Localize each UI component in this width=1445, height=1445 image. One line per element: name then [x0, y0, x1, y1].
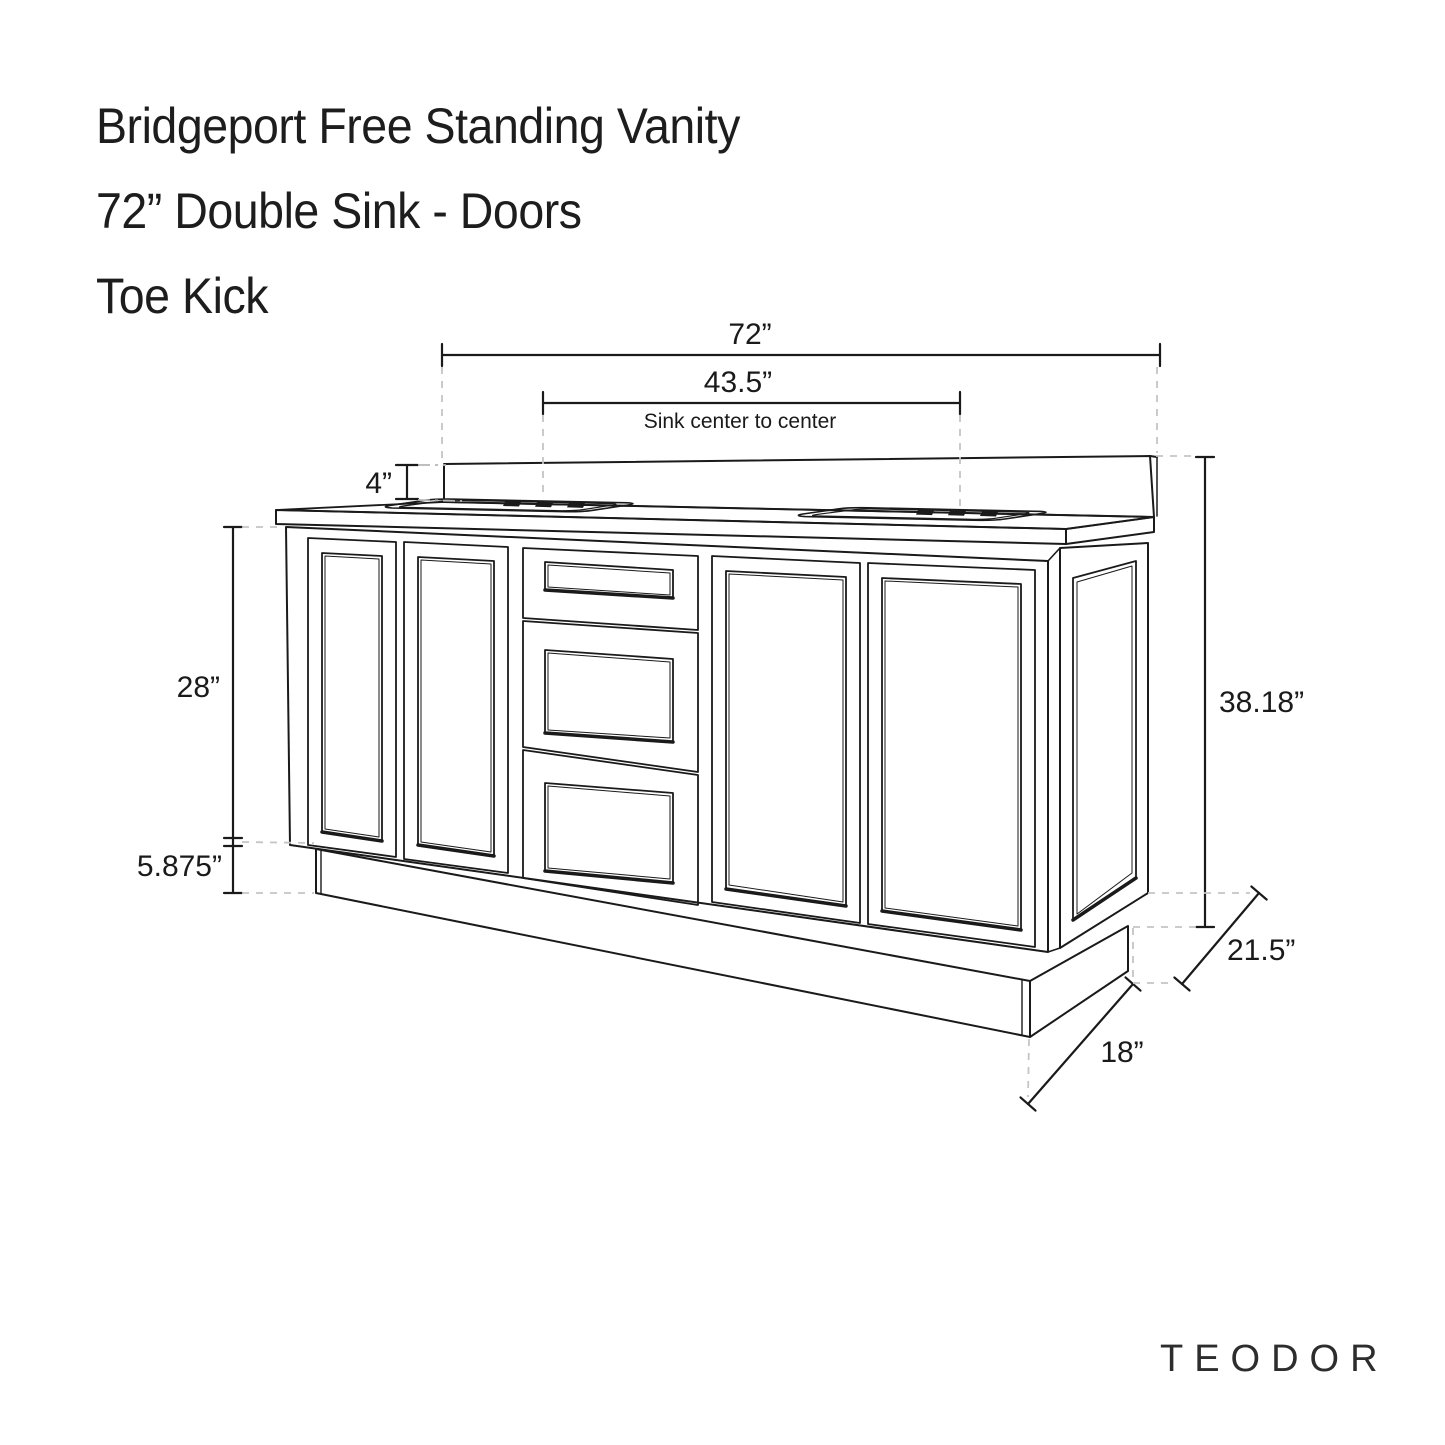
title-line-variant: Toe Kick [96, 268, 269, 324]
sink-cutout-right [797, 506, 1047, 522]
door-left-2 [403, 541, 509, 874]
dim-label-total-width: 72” [728, 318, 772, 351]
title-block: Bridgeport Free Standing Vanity 72” Doub… [96, 84, 740, 339]
dim-line-total-height [1194, 455, 1216, 929]
extension-guides-dashed [241, 367, 1250, 1098]
countertop-outline [275, 501, 1155, 545]
dim-label-toe-kick-depth: 18” [1100, 1036, 1144, 1069]
faucet-holes-left [503, 501, 585, 508]
dim-line-toekick-depth [1019, 976, 1142, 1112]
faucet-holes-right [916, 510, 998, 517]
drawer-top [522, 547, 699, 631]
cabinet-side-panel [1059, 542, 1149, 949]
dim-line-sink-spacing [541, 390, 962, 416]
dim-label-sink-spacing-note: Sink center to center [643, 410, 837, 433]
door-right-2 [867, 562, 1036, 948]
toe-kick [315, 848, 1129, 1038]
dim-label-sink-spacing: 43.5” [703, 366, 773, 399]
dim-label-toe-kick-height: 5.875” [136, 850, 222, 883]
dim-line-total-width [440, 342, 1162, 368]
dim-line-total-depth [1173, 885, 1268, 992]
dim-line-cabinet-and-toekick-height [222, 525, 244, 895]
extension-guides-dashdot [417, 464, 463, 502]
dim-label-cabinet-box-height: 28” [176, 671, 220, 704]
title-line-config: 72” Double Sink - Doors [96, 183, 582, 239]
backsplash-outline [443, 455, 1158, 518]
sink-cutout-left [384, 498, 634, 513]
dim-line-backsplash-height [394, 463, 420, 501]
dim-label-total-depth: 21.5” [1227, 934, 1296, 967]
drawer-bottom [522, 749, 699, 906]
dim-label-total-height: 38.18” [1219, 686, 1305, 719]
brand-logo: TEODOR [1160, 1338, 1389, 1380]
door-right-1 [711, 555, 861, 924]
door-left-1 [307, 537, 397, 858]
drawer-middle [522, 620, 699, 773]
title-line-product: Bridgeport Free Standing Vanity [96, 98, 740, 154]
dim-label-backsplash-height: 4” [365, 467, 392, 500]
